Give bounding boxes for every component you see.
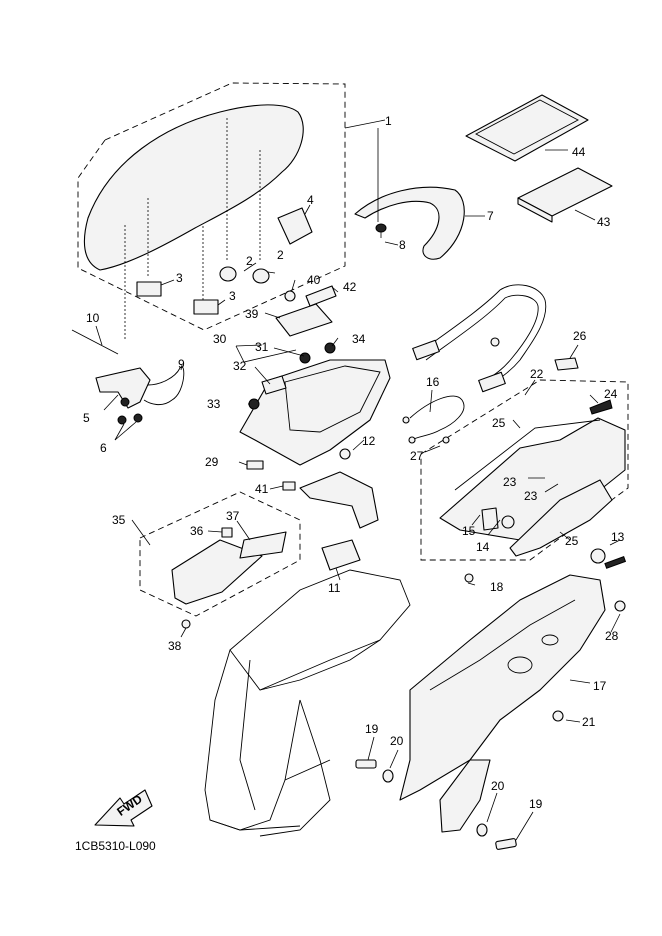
- callout-11: 11: [328, 581, 341, 595]
- callout-22: 22: [530, 367, 544, 381]
- callout-38: 38: [168, 639, 182, 653]
- callout-18: 18: [490, 580, 504, 594]
- label-32: [261, 375, 287, 395]
- fwd-arrow-icon: [94, 789, 153, 827]
- callout-20b: 20: [491, 779, 505, 793]
- bolt-40: [284, 290, 296, 302]
- damper-2b: [252, 268, 270, 284]
- mount-bracket: [299, 448, 379, 571]
- callout-27: 27: [410, 449, 424, 463]
- seat-group: [77, 82, 346, 340]
- callout-26: 26: [573, 329, 587, 343]
- storage-box: [239, 285, 391, 491]
- callout-4: 4: [307, 193, 314, 207]
- damper-3b: [193, 299, 219, 315]
- callout-37: 37: [226, 509, 240, 523]
- diagram-code: 1CB5310-L090: [75, 839, 156, 853]
- callout-25b: 25: [565, 534, 579, 548]
- callout-19a: 19: [365, 722, 379, 736]
- owners-manual-44: [465, 94, 589, 162]
- damper-2a: [219, 266, 237, 282]
- callout-30: 30: [213, 332, 227, 346]
- clip-41: [282, 481, 296, 491]
- callout-32: 32: [233, 359, 247, 373]
- callout-1: 1: [385, 114, 392, 128]
- leader-lines: [95, 119, 621, 841]
- callout-9: 9: [178, 357, 185, 371]
- callout-31: 31: [255, 340, 269, 354]
- frame: [204, 569, 411, 837]
- callout-20a: 20: [390, 734, 404, 748]
- callout-42: 42: [343, 280, 357, 294]
- grab-bar: [354, 128, 465, 260]
- label-42: [305, 285, 337, 307]
- callout-10: 10: [86, 311, 100, 325]
- callout-7: 7: [487, 209, 494, 223]
- emblem-24: [589, 399, 613, 415]
- callout-43: 43: [597, 215, 611, 229]
- clip-29: [246, 460, 264, 470]
- callout-16: 16: [426, 375, 440, 389]
- callout-6: 6: [100, 441, 107, 455]
- side-cover-group: [420, 357, 629, 569]
- washer-20a: [382, 769, 394, 783]
- damper-3a: [136, 281, 162, 297]
- bolt-21: [552, 710, 564, 722]
- callout-33: 33: [207, 397, 221, 411]
- bracket-39: [275, 303, 333, 337]
- callout-3a: 3: [176, 271, 183, 285]
- callout-35: 35: [112, 513, 126, 527]
- callout-29: 29: [205, 455, 219, 469]
- rear-fender: [399, 573, 626, 833]
- relay-11: [321, 539, 361, 571]
- callout-5: 5: [83, 411, 90, 425]
- bolt-28: [614, 600, 626, 612]
- callout-25a: 25: [492, 416, 506, 430]
- callout-8: 8: [399, 238, 406, 252]
- callout-19b: 19: [529, 797, 543, 811]
- callout-3b: 3: [229, 289, 236, 303]
- washer-20b: [476, 823, 488, 837]
- seat-lock-cable: [402, 395, 465, 444]
- bolt-18: [464, 573, 474, 583]
- bolt-19b: [495, 838, 517, 850]
- callout-34: 34: [352, 332, 366, 346]
- callout-2a: 2: [246, 254, 253, 268]
- fasteners: [355, 759, 517, 850]
- callout-13: 13: [611, 530, 625, 544]
- booklet-43: [517, 167, 613, 223]
- callout-labels: 1 2 2 3 3 4 5 6 7 8 9 10 11 12 13 14 15 …: [83, 114, 625, 811]
- clip-15: [481, 507, 499, 531]
- callout-36: 36: [190, 524, 204, 538]
- label-4: [277, 207, 313, 245]
- callout-15: 15: [462, 524, 476, 538]
- key-cylinder-13: [590, 548, 606, 564]
- emblem-26: [554, 357, 579, 371]
- label-37: [239, 531, 287, 559]
- battery-cover-group: [139, 491, 301, 629]
- callout-41: 41: [255, 482, 269, 496]
- rear-rail: [412, 284, 547, 393]
- hinge-assembly: [71, 329, 185, 425]
- callout-21: 21: [582, 715, 596, 729]
- callout-24: 24: [604, 387, 618, 401]
- callout-44: 44: [572, 145, 586, 159]
- callout-28: 28: [605, 629, 619, 643]
- callout-40: 40: [307, 273, 321, 287]
- callout-2b: 2: [277, 248, 284, 262]
- bolt-19a: [355, 759, 377, 769]
- seat-cushion: [83, 104, 304, 271]
- callout-14: 14: [476, 540, 490, 554]
- grommet-14: [501, 515, 515, 529]
- callout-39: 39: [245, 307, 259, 321]
- callout-23a: 23: [503, 475, 517, 489]
- callout-23b: 23: [524, 489, 538, 503]
- callout-12: 12: [362, 434, 376, 448]
- callout-17: 17: [593, 679, 607, 693]
